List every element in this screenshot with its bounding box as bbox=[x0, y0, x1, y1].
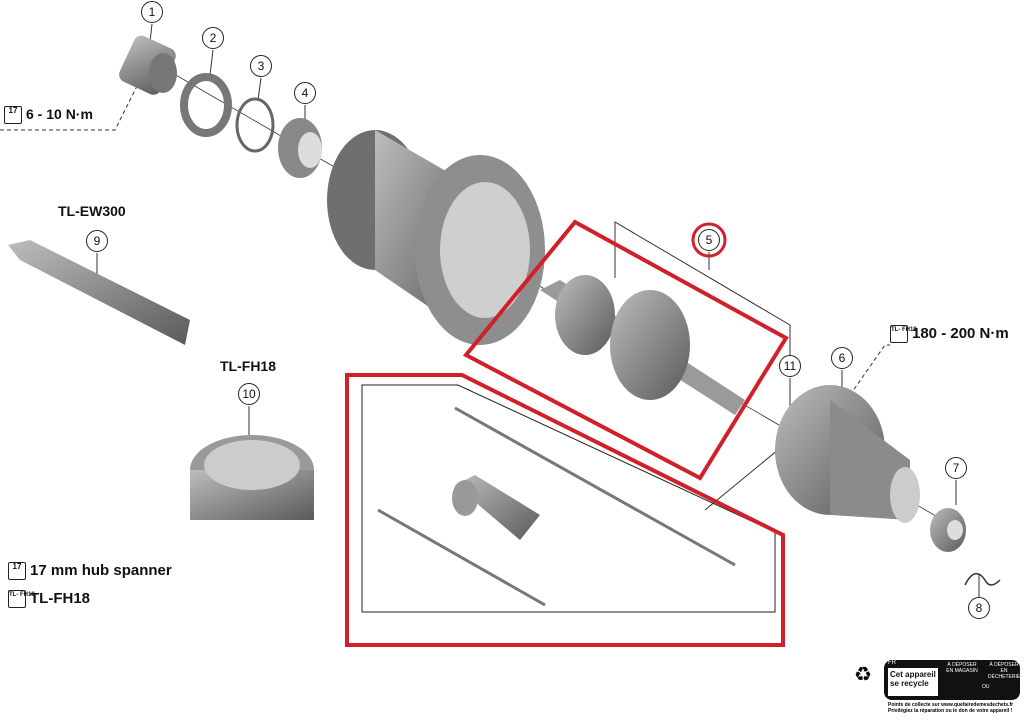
callout-8: 8 bbox=[968, 597, 990, 619]
callout-6: 6 bbox=[831, 347, 853, 369]
callout-11: 11 bbox=[779, 355, 801, 377]
callout-10: 10 bbox=[238, 383, 260, 405]
recycle-footer: Points de collecte sur www.quefairedemes… bbox=[888, 702, 1014, 714]
torque-value-6: 180 - 200 N·m bbox=[912, 325, 1009, 342]
country-code: FR bbox=[888, 660, 896, 666]
kit-sleeve bbox=[452, 475, 540, 540]
or-text: OU bbox=[982, 684, 990, 690]
legend-tool: TL- FH18TL-FH18 bbox=[8, 590, 90, 609]
callout-3: 3 bbox=[250, 55, 272, 77]
callout-4: 4 bbox=[294, 82, 316, 104]
callout-5: 5 bbox=[698, 229, 720, 251]
legend-tool-text: TL-FH18 bbox=[30, 590, 90, 607]
callout-1: 1 bbox=[141, 1, 163, 23]
torque-value-1: 6 - 10 N·m bbox=[26, 106, 93, 122]
recycle-title: Cet appareil se recycle bbox=[888, 668, 938, 696]
triman-icon: ♻ bbox=[854, 664, 872, 686]
highlight-circle-5 bbox=[691, 222, 727, 258]
part-2-washer bbox=[180, 73, 232, 137]
part-10-tool-tl-fh18 bbox=[190, 435, 314, 520]
tool-label-9: TL-EW300 bbox=[58, 203, 126, 219]
part-6-freehub bbox=[775, 385, 920, 523]
part-4-bearing bbox=[278, 118, 322, 178]
tool-fh18-icon: TL- FH18 bbox=[890, 325, 917, 344]
option-dump: À DÉPOSER EN DÉCHETERIE bbox=[988, 662, 1021, 680]
recycling-label: ♻ FR Cet appareil se recycle À DÉPOSER E… bbox=[848, 658, 1022, 720]
hub-shell bbox=[327, 130, 545, 345]
tool-label-10: TL-FH18 bbox=[220, 358, 276, 374]
part-1-lock-ring bbox=[119, 35, 177, 95]
kit-rod-long bbox=[454, 406, 736, 567]
kit-box bbox=[361, 384, 776, 613]
callout-2: 2 bbox=[202, 27, 224, 49]
part-8-spring bbox=[964, 572, 1001, 586]
highlight-box-kit bbox=[345, 373, 785, 647]
option-store: À DÉPOSER EN MAGASIN bbox=[946, 662, 978, 674]
highlight-box-axle bbox=[462, 219, 789, 481]
part-3-snap-ring bbox=[235, 97, 275, 153]
recycle-banner: FR Cet appareil se recycle À DÉPOSER EN … bbox=[884, 660, 1020, 700]
callout-9: 9 bbox=[86, 230, 108, 252]
legend-spanner-text: 17 mm hub spanner bbox=[30, 562, 172, 579]
spanner-icon: 17 bbox=[4, 106, 22, 125]
spanner-icon: 17 bbox=[8, 562, 26, 581]
part-5-axle-assembly bbox=[540, 275, 745, 415]
callout-7: 7 bbox=[945, 457, 967, 479]
part-9-tool-tl-ew300 bbox=[8, 240, 190, 345]
kit-rod-short bbox=[377, 508, 546, 607]
tool-fh18-icon: TL- FH18 bbox=[8, 590, 35, 609]
part-7-cone bbox=[930, 508, 966, 552]
torque-label-6: TL- FH18180 - 200 N·m bbox=[890, 325, 1009, 344]
